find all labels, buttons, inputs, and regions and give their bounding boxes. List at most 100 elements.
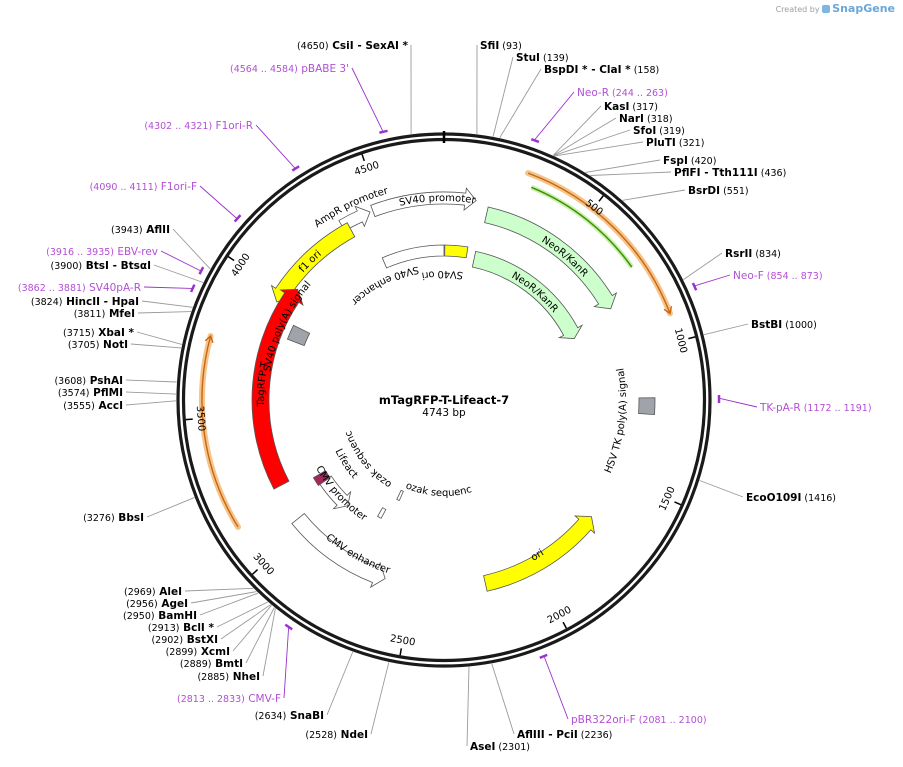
feature-cmv-enhancer[interactable] (291, 512, 386, 589)
restriction-site-label[interactable]: (2902) BstXI (151, 634, 218, 646)
site-enzyme-name: PflFI (674, 167, 701, 179)
restriction-site-label[interactable]: (2889) BmtI (180, 658, 243, 670)
feature-lifeact[interactable] (312, 470, 331, 487)
primer-name: EBV-rev (114, 246, 158, 258)
restriction-site-label[interactable]: (2913) BclI * (148, 622, 215, 634)
restriction-site-label[interactable]: SfiI (93) (480, 40, 522, 52)
restriction-site-label[interactable]: EcoO109I (1416) (746, 492, 836, 504)
restriction-site-label[interactable]: (2956) AgeI (126, 598, 188, 610)
site-position: (834) (752, 249, 781, 260)
restriction-site-label[interactable]: (3705) NotI (68, 339, 128, 351)
feature-neor-kanr[interactable] (471, 250, 584, 339)
site-leader-line (703, 323, 749, 336)
restriction-site-label[interactable]: (3608) PshAI (54, 375, 123, 387)
restriction-site-label[interactable]: (2634) SnaBI (255, 710, 324, 722)
restriction-site-label[interactable]: PluTI (321) (646, 137, 704, 149)
primer-label[interactable]: Neo-F (854 .. 873) (733, 270, 823, 282)
restriction-site-label[interactable]: KasI (317) (604, 101, 658, 113)
restriction-site-label[interactable]: SfoI (319) (633, 125, 685, 137)
feature-sv40-ori[interactable] (444, 244, 469, 259)
site-position: (3715) (63, 328, 95, 339)
primer-binding-arc (189, 284, 196, 293)
primer-label[interactable]: (3916 .. 3935) EBV-rev (46, 246, 158, 258)
site-position: (2913) (148, 623, 180, 634)
restriction-site-label[interactable]: (3555) AccI (63, 400, 123, 412)
site-enzyme-name: XbaI * (95, 327, 135, 339)
primer-label[interactable]: (2813 .. 2833) CMV-F (177, 693, 281, 705)
feature-sv40-enhancer[interactable] (381, 244, 445, 269)
site-position: (3705) (68, 340, 100, 351)
primer-label[interactable]: Neo-R (244 .. 263) (577, 87, 668, 99)
site-leader-line (125, 379, 177, 383)
backbone-layer (176, 131, 712, 668)
restriction-site-label[interactable]: BstBI (1000) (751, 319, 817, 331)
site-enzyme-name: BtsI (82, 260, 109, 272)
site-enzyme-name: BstXI (183, 634, 218, 646)
primer-label[interactable]: (4090 .. 4111) F1ori-F (90, 181, 197, 193)
feature-hsv-tk-poly-a-signal[interactable] (638, 397, 656, 416)
site-enzyme-name: BspDI * (544, 64, 588, 76)
tick-mark (251, 569, 259, 575)
primer-label[interactable]: TK-pA-R (1172 .. 1191) (759, 402, 872, 414)
restriction-site-label[interactable]: (2969) AleI (124, 586, 182, 598)
feature-neor-kanr[interactable] (484, 206, 618, 310)
feature-tagrfp-t[interactable] (251, 288, 304, 490)
site-position: (3555) (63, 401, 95, 412)
primer-label[interactable]: (4564 .. 4584) pBABE 3' (230, 63, 349, 75)
feature-sv40-promoter[interactable] (370, 187, 477, 218)
site-enzyme-name: XcmI (197, 646, 230, 658)
feature-sv40-poly-a-signal[interactable] (286, 324, 311, 347)
restriction-site-label[interactable]: PflFI - Tth111I (436) (674, 167, 786, 179)
site-enzyme-name: AleI (156, 586, 182, 598)
restriction-site-label[interactable]: (2528) NdeI (305, 729, 368, 741)
primer-leader-line (255, 124, 296, 169)
site-enzyme-name: BamHI (155, 610, 197, 622)
primer-leader-line (283, 628, 290, 699)
site-enzyme-name: AflII (143, 224, 170, 236)
feature-kozak-sequence[interactable] (396, 489, 404, 502)
site-leader-line (492, 56, 514, 137)
restriction-site-label[interactable]: (3900) BtsI - BtsαI (51, 260, 152, 272)
primer-name: F1ori-R (212, 120, 253, 132)
snapgene-logo-text: SnapGene (832, 2, 895, 15)
primer-leader-line (719, 397, 758, 408)
restriction-site-label[interactable]: (4650) CsiI - SexAI * (297, 40, 409, 52)
restriction-site-label[interactable]: FspI (420) (663, 155, 716, 167)
site-position: (436) (758, 168, 787, 179)
primer-label[interactable]: (4302 .. 4321) F1ori-R (144, 120, 253, 132)
primer-name: TK-pA-R (759, 402, 801, 414)
feature-ori[interactable] (483, 515, 596, 592)
restriction-site-label[interactable]: AflIII - PciI (2236) (517, 729, 612, 741)
restriction-site-label[interactable]: (3943) AflII (111, 224, 170, 236)
tick-mark (361, 154, 365, 162)
feature-f1-ori[interactable] (270, 222, 356, 303)
primer-position: (4302 .. 4321) (144, 121, 212, 132)
restriction-site-label[interactable]: (3715) XbaI * (63, 327, 135, 339)
primer-leader-line (695, 274, 731, 287)
restriction-site-label[interactable]: NarI (318) (619, 113, 673, 125)
plasmid-name: mTagRFP-T-Lifeact-7 (379, 393, 509, 407)
primer-label[interactable]: pBR322ori-F (2081 .. 2100) (571, 714, 707, 726)
site-enzyme-name: PflMI (90, 387, 124, 399)
restriction-site-label[interactable]: (2885) NheI (197, 671, 260, 683)
feature-label-neor-kanr: NeoR/KanR (510, 270, 560, 315)
primer-label[interactable]: (3862 .. 3881) SV40pA-R (18, 282, 141, 294)
snapgene-logo: SnapGene (822, 2, 895, 15)
restriction-site-label[interactable]: BspDI * - ClaI * (158) (544, 64, 659, 76)
restriction-site-label[interactable]: RsrII (834) (725, 248, 781, 260)
site-position: (2528) (305, 730, 337, 741)
restriction-site-label[interactable]: AseI (2301) (470, 741, 530, 753)
feature-kozak-sequence[interactable] (377, 507, 387, 519)
restriction-site-label[interactable]: (2950) BamHI (123, 610, 197, 622)
restriction-site-label[interactable]: (3276) BbsI (83, 512, 144, 524)
site-enzyme-name: BbsI (115, 512, 144, 524)
restriction-site-label[interactable]: BsrDI (551) (688, 185, 749, 197)
restriction-site-label[interactable]: (3574) PflMI (58, 387, 123, 399)
restriction-site-label[interactable]: StuI (139) (516, 52, 569, 64)
restriction-site-label[interactable]: (3811) MfeI (74, 308, 135, 320)
primer-position: (2081 .. 2100) (636, 715, 707, 726)
restriction-site-label[interactable]: (2899) XcmI (166, 646, 230, 658)
site-leader-line (146, 497, 195, 518)
restriction-site-label[interactable]: (3824) HincII - HpaI (31, 296, 139, 308)
